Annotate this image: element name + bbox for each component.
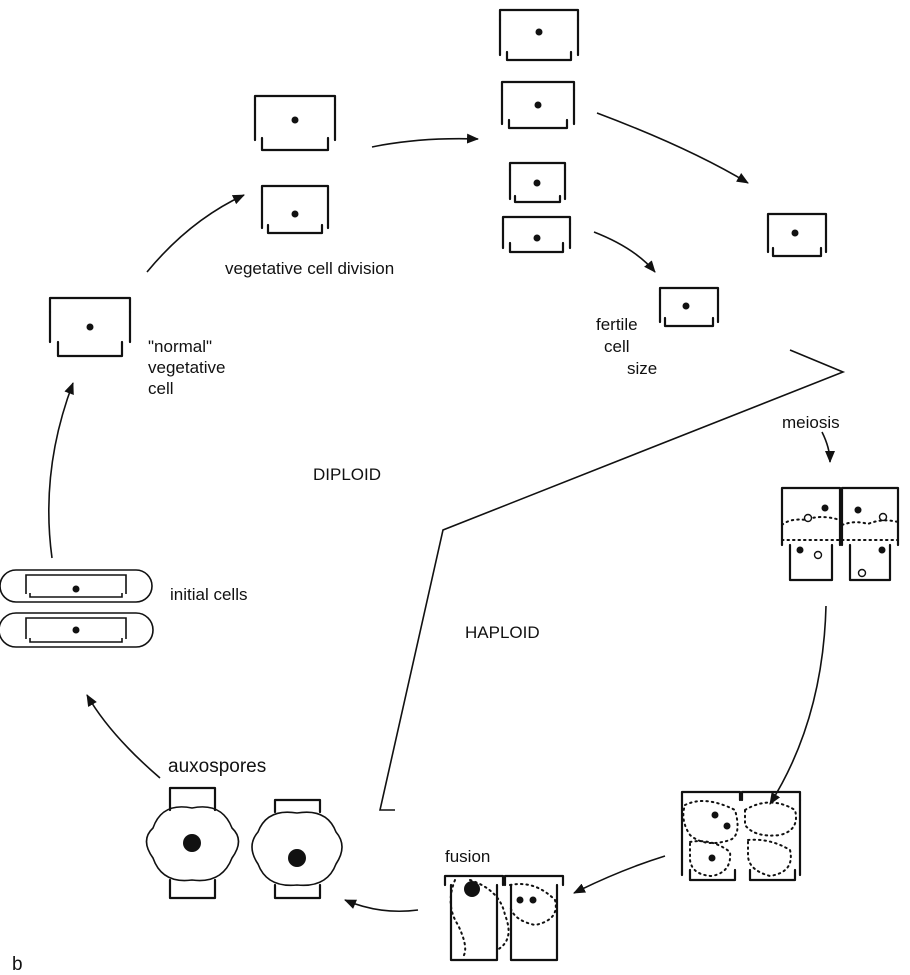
stack-cell-3	[508, 161, 567, 204]
gametes	[680, 790, 802, 882]
label-normal-cell-line1: "normal"	[148, 337, 212, 356]
stack-cell-1	[498, 8, 580, 62]
arrow-to-fusion	[573, 855, 666, 894]
dividing-cell-upper	[253, 94, 337, 152]
stack-cell-4	[501, 215, 572, 254]
label-meiosis: meiosis	[782, 413, 840, 432]
arrow-to-small-cell	[596, 112, 749, 184]
arrow-to-normal-cell	[48, 382, 74, 559]
label-haploid: HAPLOID	[465, 623, 540, 642]
label-diploid: DIPLOID	[313, 465, 381, 484]
normal-vegetative-cell	[48, 296, 132, 358]
auxospore-right	[251, 798, 343, 900]
panel-letter: b	[12, 954, 23, 975]
ploidy-divider-line	[379, 349, 846, 811]
label-normal-cell-line2: vegetative	[148, 358, 226, 377]
auxospore-left	[145, 786, 240, 900]
arrow-to-gametes	[769, 605, 827, 805]
label-normal-cell-line3: cell	[148, 379, 174, 398]
label-fertile-line3: size	[627, 359, 657, 378]
label-fusion: fusion	[445, 847, 490, 866]
dividing-cell-lower	[260, 184, 330, 235]
arrow-to-vegetative-division	[146, 194, 245, 273]
arrow-to-initial-cells	[86, 694, 161, 779]
meiosis-products	[780, 486, 900, 582]
stack-cell-2	[500, 80, 576, 130]
label-vegetative-cell-division: vegetative cell division	[225, 259, 394, 278]
label-fertile-line1: fertile	[596, 315, 638, 334]
label-fertile-line2: cell	[604, 337, 630, 356]
fertile-cell	[658, 286, 720, 328]
small-cell	[766, 212, 828, 258]
label-initial-cells: initial cells	[170, 585, 247, 604]
fusion-stage	[443, 874, 565, 962]
arrow-meiosis	[821, 431, 835, 463]
arrow-to-auxospores	[344, 899, 419, 913]
arrow-to-division	[371, 133, 479, 148]
initial-cell-lower	[0, 612, 154, 648]
label-auxospores: auxospores	[168, 756, 266, 777]
arrow-to-fertile-cell	[593, 231, 656, 273]
initial-cell-upper	[0, 569, 153, 603]
